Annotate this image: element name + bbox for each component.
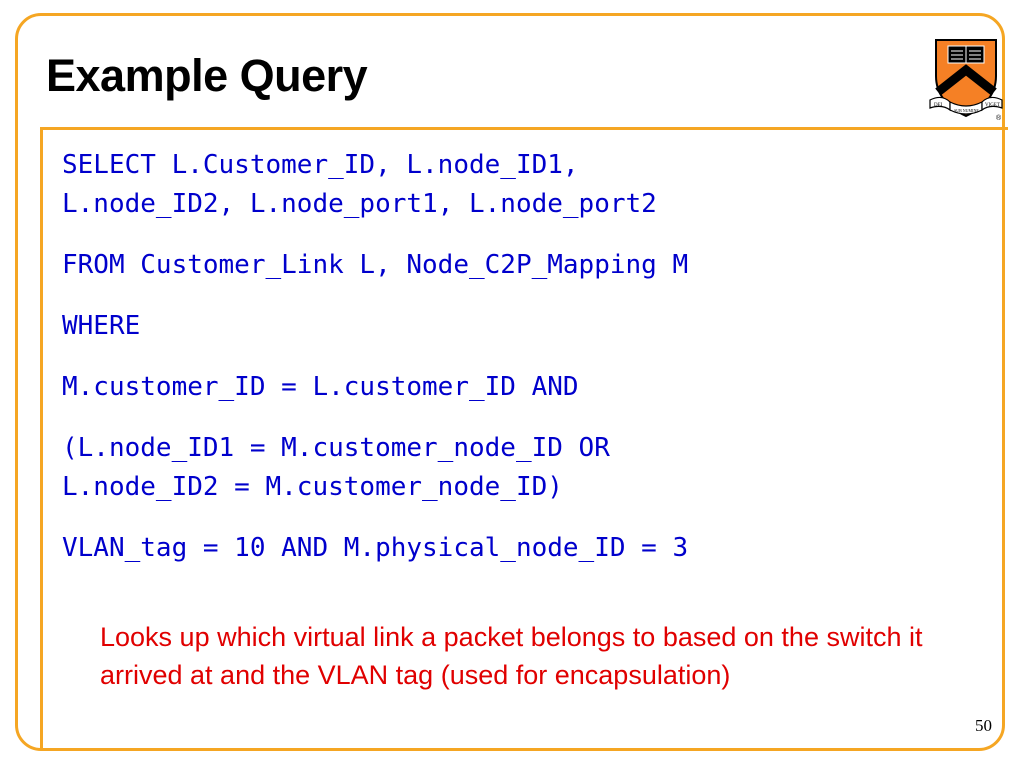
princeton-shield-icon: DEI SUB NUMINE VIGET ® [929, 39, 1003, 122]
title-divider [40, 127, 1008, 130]
left-divider [40, 127, 43, 749]
code-line: VLAN_tag = 10 AND M.physical_node_ID = 3 [62, 533, 689, 563]
motto-center: SUB NUMINE [954, 108, 979, 113]
motto-right: VIGET [985, 103, 1000, 108]
code-line: L.node_ID2 = M.customer_node_ID) [62, 472, 563, 502]
slide-frame [15, 13, 1005, 751]
code-line: M.customer_ID = L.customer_ID AND [62, 372, 579, 402]
page-number: 50 [975, 716, 992, 735]
slide-title: Example Query [46, 50, 368, 101]
motto-left: DEI [934, 103, 943, 108]
code-line: WHERE [62, 311, 141, 341]
sql-query: SELECT L.Customer_ID, L.node_ID1, L.node… [62, 146, 992, 568]
code-line: (L.node_ID1 = M.customer_node_ID OR [62, 433, 610, 463]
code-line: L.node_ID2, L.node_port1, L.node_port2 [62, 189, 657, 219]
registered-mark: ® [996, 114, 1002, 122]
code-line: FROM Customer_Link L, Node_C2P_Mapping M [62, 250, 689, 280]
code-line: SELECT L.Customer_ID, L.node_ID1, [62, 150, 579, 180]
explanation-note: Looks up which virtual link a packet bel… [100, 622, 923, 690]
